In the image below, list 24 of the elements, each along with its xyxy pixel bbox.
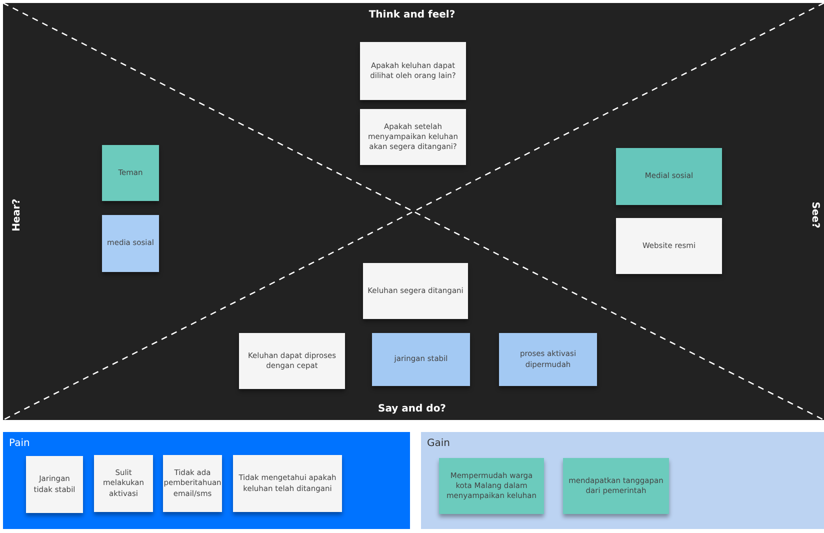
sticky-note <box>372 333 470 386</box>
sticky-note <box>439 458 544 514</box>
sticky-note <box>616 148 722 205</box>
sticky-note <box>26 456 83 513</box>
sticky-note <box>563 458 669 514</box>
section-panel <box>3 432 410 529</box>
section-heading: Pain <box>9 438 30 449</box>
sticky-note <box>102 215 159 272</box>
sticky-note <box>102 145 159 201</box>
sticky-note <box>239 333 345 389</box>
sticky-note <box>163 455 222 512</box>
sticky-note <box>363 263 468 319</box>
quadrant-label: Say and do? <box>378 404 446 414</box>
quadrant-label: See? <box>810 202 820 228</box>
section-panel <box>421 432 824 529</box>
sticky-note <box>616 218 722 274</box>
sticky-note <box>499 333 597 386</box>
sticky-note <box>94 455 153 512</box>
section-heading: Gain <box>427 438 450 449</box>
sticky-note <box>360 109 466 165</box>
quadrant-label: Hear? <box>12 198 22 232</box>
quadrant-label: Think and feel? <box>368 10 456 20</box>
sticky-note <box>233 455 342 512</box>
sticky-note <box>360 42 466 100</box>
